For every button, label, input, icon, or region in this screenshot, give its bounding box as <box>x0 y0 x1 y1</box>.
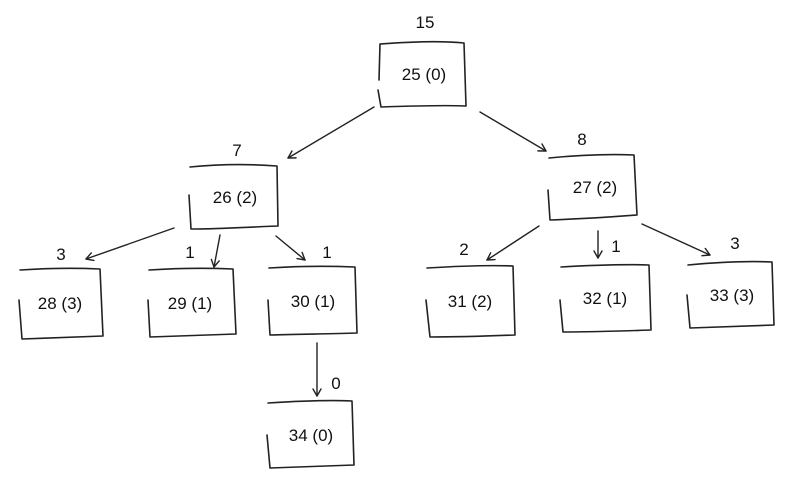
node-32-box <box>559 263 652 333</box>
node-25-weight: 15 <box>416 13 435 32</box>
edge-26-30 <box>275 235 306 261</box>
node-34-weight: 0 <box>331 374 340 393</box>
node-27-weight: 8 <box>577 130 586 149</box>
node-30-weight: 1 <box>322 243 331 262</box>
node-31-box <box>425 264 516 338</box>
node-31-weight: 2 <box>459 240 468 259</box>
node-33-label: 33 (3) <box>710 286 754 305</box>
node-34: 34 (0) 0 <box>266 374 355 469</box>
edge-25-26 <box>287 106 375 159</box>
node-27-label: 27 (2) <box>573 178 617 197</box>
edge-26-29 <box>210 234 221 268</box>
node-26: 26 (2) 7 <box>188 141 279 230</box>
node-27: 27 (2) 8 <box>547 130 638 221</box>
node-34-label: 34 (0) <box>289 426 333 445</box>
node-27-box <box>547 153 638 221</box>
node-28-weight: 3 <box>56 245 65 264</box>
node-29: 29 (1) 1 <box>147 243 237 338</box>
node-32: 32 (1) 1 <box>559 237 652 333</box>
node-33-weight: 3 <box>730 234 739 253</box>
node-28-label: 28 (3) <box>38 294 82 313</box>
node-33: 33 (3) 3 <box>686 234 775 329</box>
node-29-weight: 1 <box>185 243 194 262</box>
node-25-label: 25 (0) <box>402 65 446 84</box>
node-34-box <box>266 399 355 469</box>
node-26-weight: 7 <box>232 141 241 160</box>
edge-27-33 <box>641 223 711 257</box>
edge-25-27 <box>479 111 547 152</box>
node-25-box <box>377 40 467 108</box>
node-30-label: 30 (1) <box>291 292 335 311</box>
node-29-label: 29 (1) <box>168 294 212 313</box>
node-25: 25 (0) 15 <box>377 13 467 108</box>
node-31: 31 (2) 2 <box>425 240 516 338</box>
node-28: 28 (3) 3 <box>18 245 104 340</box>
node-30: 30 (1) 1 <box>267 243 358 336</box>
node-26-label: 26 (2) <box>213 188 257 207</box>
edges <box>85 106 711 397</box>
node-31-label: 31 (2) <box>448 292 492 311</box>
node-26-box <box>188 163 279 230</box>
node-32-weight: 1 <box>611 237 620 256</box>
edge-26-28 <box>85 227 175 262</box>
edge-27-31 <box>486 225 540 261</box>
node-33-box <box>686 260 775 329</box>
node-28-box <box>18 267 104 340</box>
node-29-box <box>147 267 237 338</box>
node-32-label: 32 (1) <box>583 289 627 308</box>
node-30-box <box>267 265 358 336</box>
